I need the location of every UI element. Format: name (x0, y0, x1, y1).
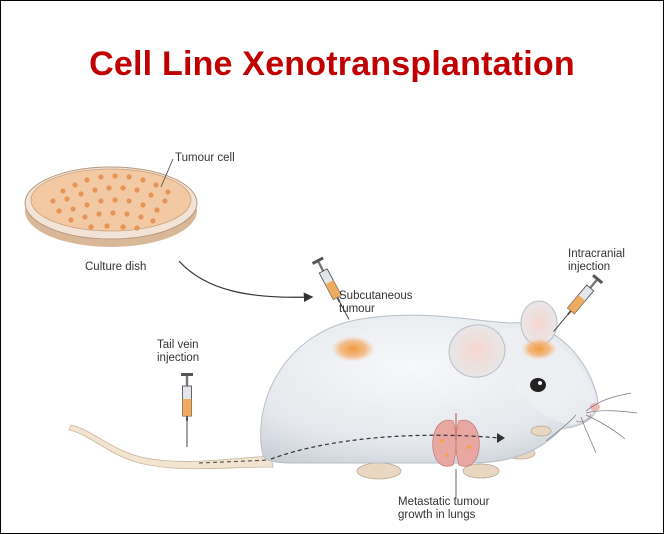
mouse-icon (260, 300, 638, 480)
slide-title: Cell Line Xenotransplantation (89, 45, 575, 83)
label-intracranial-line2: injection (568, 261, 610, 273)
label-tail-vein-line1: Tail vein (157, 339, 199, 351)
label-tumour-cell: Tumour cell (175, 152, 235, 164)
mouse-tail (68, 424, 274, 470)
label-subcutaneous-line2: tumour (339, 303, 375, 315)
lungs-icon (432, 413, 480, 467)
label-metastatic-line2: growth in lungs (398, 509, 476, 521)
label-intracranial-line1: Intracranial (568, 248, 625, 260)
label-subcutaneous-line1: Subcutaneous (339, 290, 413, 302)
metastasis-arrow (270, 434, 500, 460)
tumour-cell-dots (50, 173, 171, 231)
label-tail-vein-line2: injection (157, 352, 199, 364)
syringe-icon (311, 256, 350, 320)
label-metastatic-line1: Metastatic tumour (398, 496, 490, 508)
syringe-icon (181, 373, 193, 447)
syringe-icon (553, 274, 604, 332)
tumour-cell-leader (160, 158, 174, 188)
transfer-arrow (178, 260, 314, 303)
label-culture-dish: Culture dish (85, 261, 146, 273)
culture-dish-icon (24, 166, 198, 247)
subcutaneous-tumour (331, 336, 375, 362)
intracranial-tumour (521, 338, 557, 360)
